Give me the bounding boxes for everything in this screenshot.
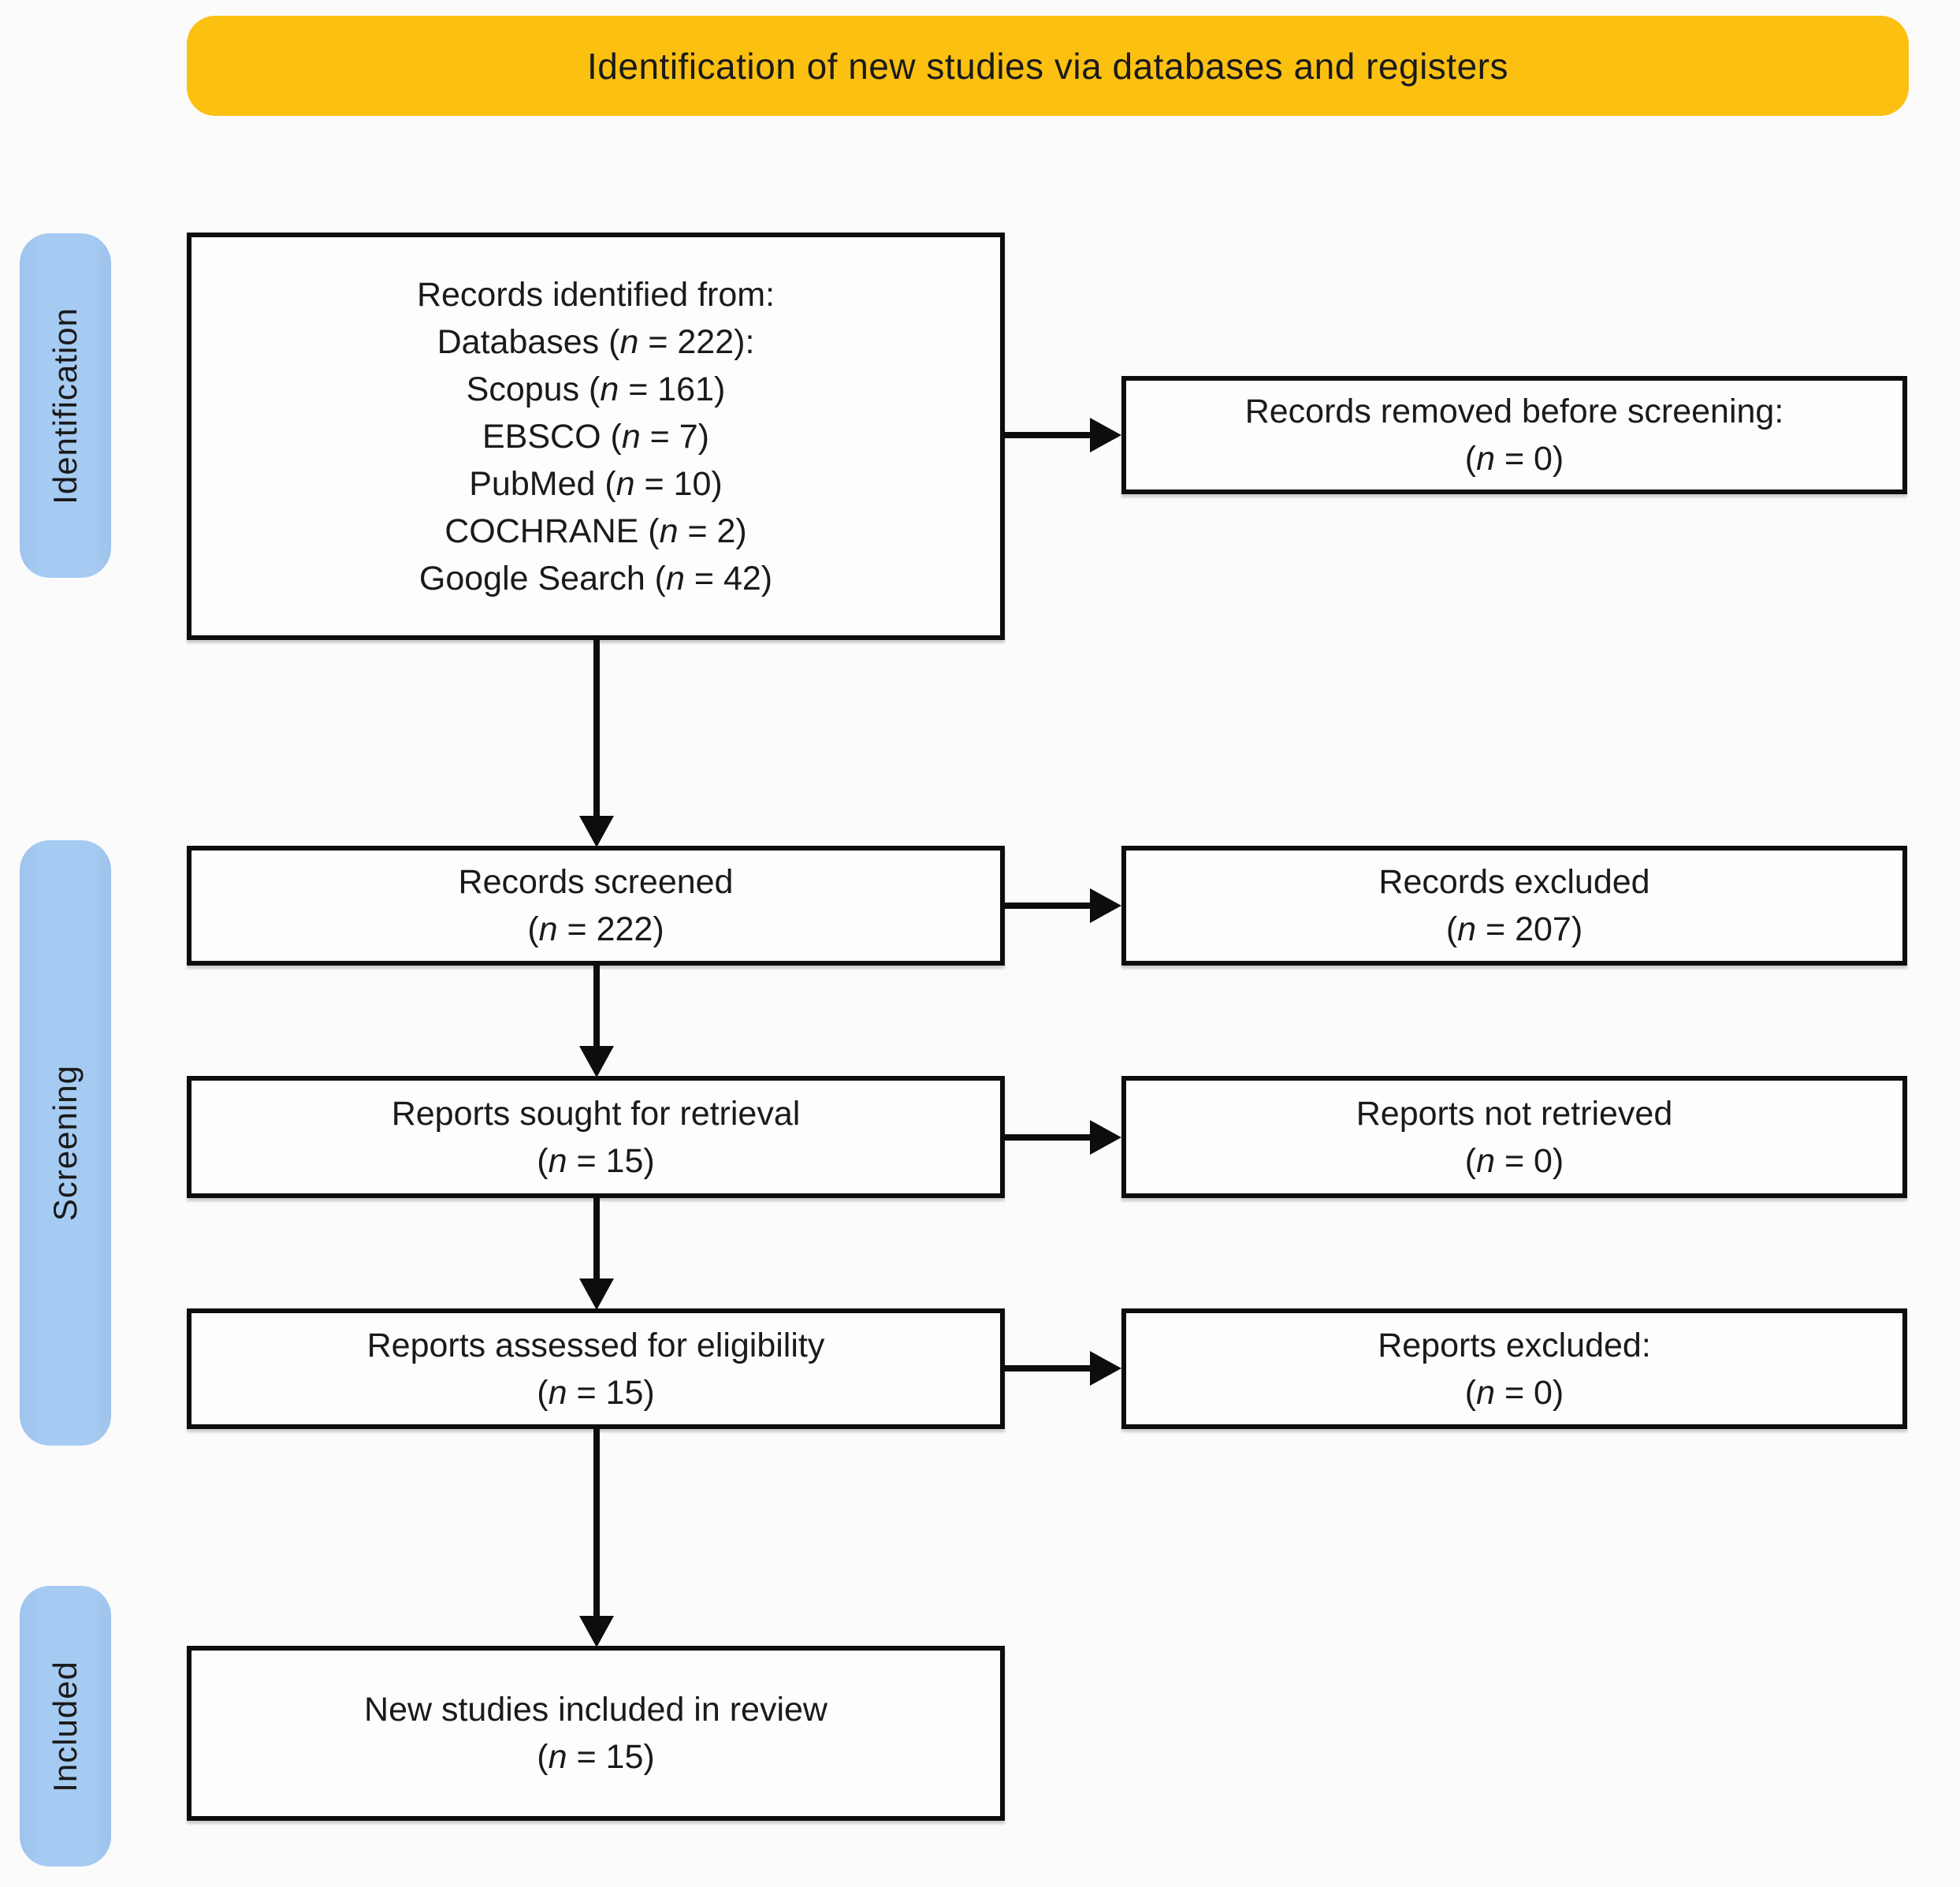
stage-pill-screening: Screening (20, 840, 111, 1446)
box-text-line: (n = 0) (1464, 440, 1564, 478)
arrowhead-right-icon (1090, 888, 1121, 923)
box-text-line: (n = 207) (1445, 910, 1583, 948)
box-text-line: Records removed before screening: (1244, 393, 1784, 430)
arrow-screened-to-sought (593, 964, 600, 1048)
box-text-line: (n = 15) (537, 1738, 655, 1776)
box-text-line: (n = 15) (537, 1141, 655, 1180)
box-text-line: Reports not retrieved (1356, 1094, 1673, 1133)
arrowhead-right-icon (1090, 1351, 1121, 1386)
stage-pill-included: Included (20, 1586, 111, 1867)
box-reports-assessed-for-eligibility: Reports assessed for eligibility (n = 15) (187, 1308, 1005, 1429)
box-text-line: Databases (n = 222): (437, 322, 755, 361)
box-text-line: Records excluded (1378, 863, 1650, 901)
diagram-title: Identification of new studies via databa… (587, 45, 1508, 87)
box-text-line: New studies included in review (364, 1691, 828, 1729)
box-text-line: COCHRANE (n = 2) (444, 512, 747, 550)
stage-label-screening: Screening (46, 1064, 84, 1222)
arrowhead-right-icon (1090, 1120, 1121, 1155)
box-text-line: Reports excluded: (1378, 1326, 1651, 1364)
box-records-identified: Records identified from: Databases (n = 2… (187, 233, 1005, 640)
arrowhead-down-icon (579, 1046, 614, 1077)
diagram-title-banner: Identification of new studies via databa… (187, 16, 1909, 116)
box-text-line: (n = 15) (537, 1373, 655, 1412)
box-text-line: Reports sought for retrieval (391, 1094, 801, 1133)
arrowhead-down-icon (579, 816, 614, 847)
arrowhead-down-icon (579, 1616, 614, 1647)
box-text-line: Records identified from: (416, 275, 775, 314)
box-reports-not-retrieved: Reports not retrieved (n = 0) (1121, 1076, 1907, 1198)
stage-pill-identification: Identification (20, 233, 111, 578)
box-reports-sought-for-retrieval: Reports sought for retrieval (n = 15) (187, 1076, 1005, 1198)
stage-label-included: Included (46, 1660, 84, 1792)
arrow-screened-to-excluded (1005, 903, 1093, 909)
stage-label-identification: Identification (46, 307, 84, 504)
box-text-line: (n = 0) (1464, 1141, 1564, 1180)
box-text-line: (n = 222) (527, 910, 664, 948)
box-text-line: Reports assessed for eligibility (366, 1326, 825, 1364)
arrow-identified-to-screened (593, 638, 600, 818)
box-new-studies-included: New studies included in review (n = 15) (187, 1646, 1005, 1821)
box-text-line: Records screened (458, 863, 734, 901)
arrow-assessed-to-reports-excluded (1005, 1365, 1093, 1372)
arrow-assessed-to-included (593, 1427, 600, 1618)
box-text-line: (n = 0) (1464, 1373, 1564, 1412)
box-text-line: Google Search (n = 42) (418, 559, 773, 597)
box-records-removed-before-screening: Records removed before screening: (n = 0) (1121, 376, 1907, 494)
arrow-sought-to-not-retrieved (1005, 1134, 1093, 1141)
arrowhead-down-icon (579, 1278, 614, 1310)
box-records-screened: Records screened (n = 222) (187, 846, 1005, 966)
box-reports-excluded: Reports excluded: (n = 0) (1121, 1308, 1907, 1429)
arrow-identified-to-removed (1005, 432, 1093, 438)
box-text-line: EBSCO (n = 7) (482, 417, 709, 456)
box-text-line: PubMed (n = 10) (469, 464, 723, 503)
arrow-sought-to-assessed (593, 1197, 600, 1281)
box-records-excluded: Records excluded (n = 207) (1121, 846, 1907, 966)
arrowhead-right-icon (1090, 418, 1121, 452)
box-text-line: Scopus (n = 161) (466, 370, 726, 408)
